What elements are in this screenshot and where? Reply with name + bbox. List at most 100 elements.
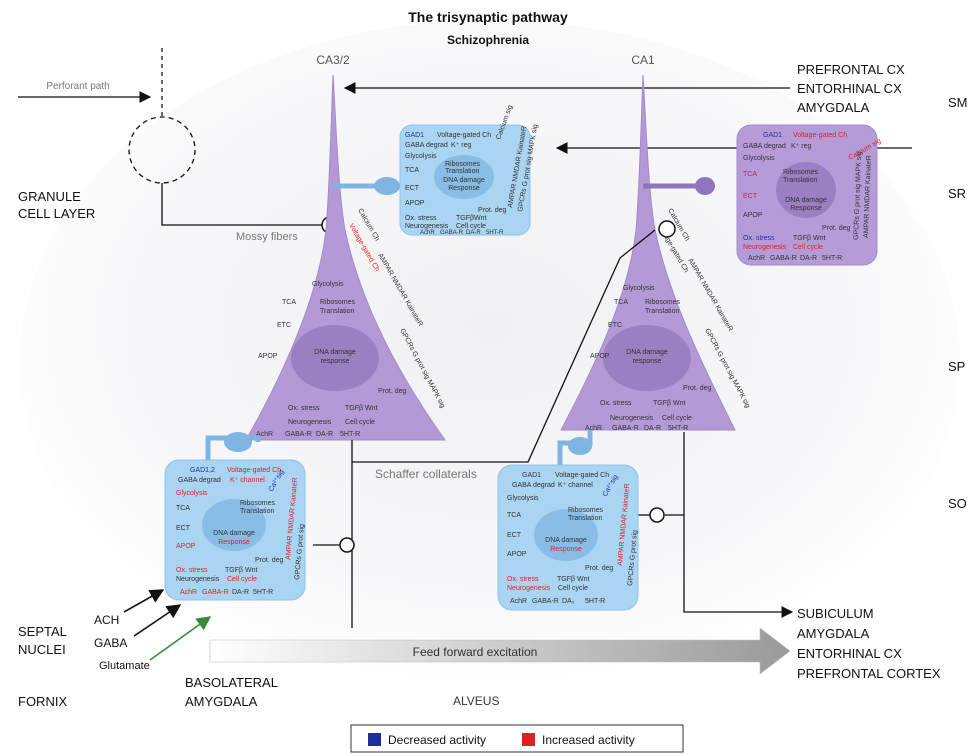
- ca3b-apop: APOP: [176, 543, 196, 550]
- ca3b-gabar: GABA-R: [202, 589, 229, 596]
- ca3b-dar: DA-R: [232, 589, 249, 596]
- ca1t-glyco: Glycolysis: [743, 155, 775, 162]
- mossy-fibers-label: Mossy fibers: [236, 231, 298, 243]
- basolateral-label-2: AMYGDALA: [185, 694, 258, 709]
- ca1-bottom-nucleus: [534, 509, 598, 561]
- ca3s-achr: AchR: [256, 431, 273, 438]
- ca3b-neuro: Neurogenesis: [176, 576, 220, 583]
- ca3s-ox: Ox. stress: [288, 405, 320, 412]
- granule-label-2: CELL LAYER: [18, 206, 95, 221]
- ca3b-cell: Cell cycle: [227, 576, 257, 583]
- ca3b-gad: GAD1,2: [190, 467, 215, 474]
- input-label-2: AMYGDALA: [797, 100, 870, 115]
- ca1t-dna1: DNA damage: [785, 197, 827, 204]
- layer-sm: SM: [948, 95, 968, 110]
- ach-arrow: [123, 589, 165, 613]
- ca1t-neuro: Neurogenesis: [743, 244, 787, 251]
- ca3t-dna1: DNA damage: [443, 177, 485, 184]
- ca3s-apop: APOP: [258, 353, 278, 360]
- ca1t-dar: DA-R: [800, 255, 817, 262]
- ca1t-cell: Cell cycle: [793, 244, 823, 251]
- ca1b-kch: K⁺ channel: [558, 482, 593, 489]
- ca3t-achr: AchR: [420, 230, 435, 236]
- ca3s-ribo: Ribosomes: [320, 299, 356, 306]
- ca1s-tca: TCA: [614, 299, 628, 306]
- ca1-bottom-spine-head: [568, 437, 592, 455]
- ca1b-ect: ECT: [507, 532, 522, 539]
- ca1s-ox: Ox. stress: [600, 400, 632, 407]
- ca1t-gabad: GABA degrad: [743, 143, 786, 150]
- ca1-top-box: GAD1 Voltage-gated Ch GABA degrad K⁺ reg…: [643, 124, 882, 266]
- ca3t-kreg: K⁺ reg: [451, 142, 472, 149]
- ca3-bottom-spine-head: [224, 432, 252, 452]
- ca1b-dar: DA₂: [562, 598, 575, 605]
- ca1b-dna2: Response: [550, 546, 582, 553]
- ca1s-apop: APOP: [590, 353, 610, 360]
- ca1b-tca: TCA: [507, 512, 521, 519]
- ca3t-gad: GAD1: [405, 132, 424, 139]
- output-label-1: AMYGDALA: [797, 626, 870, 641]
- ca3t-dar: DA-R: [466, 230, 481, 236]
- gaba-arrow: [133, 604, 182, 637]
- output-label-3: PREFRONTAL CORTEX: [797, 666, 941, 681]
- ca1-nucleus: [603, 325, 691, 391]
- ca1s-neuro: Neurogenesis: [610, 415, 654, 422]
- ca1t-kreg: K⁺ reg: [791, 143, 812, 150]
- ca3s-etc: ETC: [277, 322, 291, 329]
- background-glow: [20, 20, 960, 700]
- legend-increased-swatch: [522, 733, 535, 746]
- ca1-top-spine-head: [695, 177, 715, 195]
- ca3-bottom-nucleus: [202, 499, 266, 551]
- ca1b-dna1: DNA damage: [545, 537, 587, 544]
- diagram-title: The trisynaptic pathway: [408, 9, 568, 25]
- ca3t-tgf: TGFβ: [456, 215, 474, 222]
- ca3b-tca: TCA: [176, 505, 190, 512]
- ca1s-dar: DA-R: [644, 425, 661, 432]
- ca3t-transl: Translation: [445, 168, 479, 175]
- ca3s-dna1: DNA damage: [314, 349, 356, 356]
- ca3t-gabar: GABA-R: [440, 230, 464, 236]
- ca1t-tgf: TGFβ: [793, 235, 811, 242]
- ca3-recurrent-synapse: [339, 537, 355, 553]
- ca3t-glyco: Glycolysis: [405, 153, 437, 160]
- ca1-recurrent-synapse: [649, 507, 665, 523]
- legend-decreased-swatch: [368, 733, 381, 746]
- ca1b-gabad: GABA degrad: [512, 482, 555, 489]
- ca3-top-spine-head: [374, 177, 400, 195]
- ca1t-wnt: Wnt: [813, 235, 826, 242]
- ca3b-gabad: GABA degrad: [178, 477, 221, 484]
- ca3s-dna2: response: [321, 358, 350, 365]
- granule-label-1: GRANULE: [18, 189, 81, 204]
- layer-sr: SR: [948, 186, 966, 201]
- ca1b-glyco: Glycolysis: [507, 495, 539, 502]
- ca3b-ect: ECT: [176, 525, 191, 532]
- ca3s-cell: Cell cycle: [345, 419, 375, 426]
- ca3s-glyco: Glycolysis: [312, 281, 344, 288]
- ca3t-ribo: Ribosomes: [445, 161, 481, 168]
- ca1-output-axon: [683, 432, 794, 618]
- gaba-label: GABA: [94, 636, 127, 650]
- septal-label-1: SEPTAL: [18, 624, 67, 639]
- ca1t-transl: Translation: [783, 177, 817, 184]
- schaffer-synapse: [658, 220, 676, 238]
- ca3s-dar: DA-R: [316, 431, 333, 438]
- ca3t-ox: Ox. stress: [405, 215, 437, 222]
- ca1b-ht: 5HT-R: [585, 598, 605, 605]
- ca3s-wnt: Wnt: [365, 405, 378, 412]
- ca3b-transl: Translation: [240, 508, 274, 515]
- ca3t-apop: APOP: [405, 200, 425, 207]
- ca3b-ht: 5HT-R: [253, 589, 273, 596]
- ca1s-dna1: DNA damage: [626, 349, 668, 356]
- ca3b-achr: AchR: [180, 589, 197, 596]
- glutamate-arrow: [149, 616, 212, 661]
- ca3b-vgc: Voltage-gated Ch: [227, 467, 281, 474]
- output-label-0: SUBICULUM: [797, 606, 874, 621]
- fornix-label: FORNIX: [18, 694, 67, 709]
- ca1t-dna2: Response: [790, 205, 822, 212]
- ca1t-gad: GAD1: [763, 132, 782, 139]
- diagram-subtitle: Schizophrenia: [447, 33, 529, 47]
- ca3s-tgf: TGFβ: [345, 405, 363, 412]
- ca1-neuron-body: [560, 74, 736, 431]
